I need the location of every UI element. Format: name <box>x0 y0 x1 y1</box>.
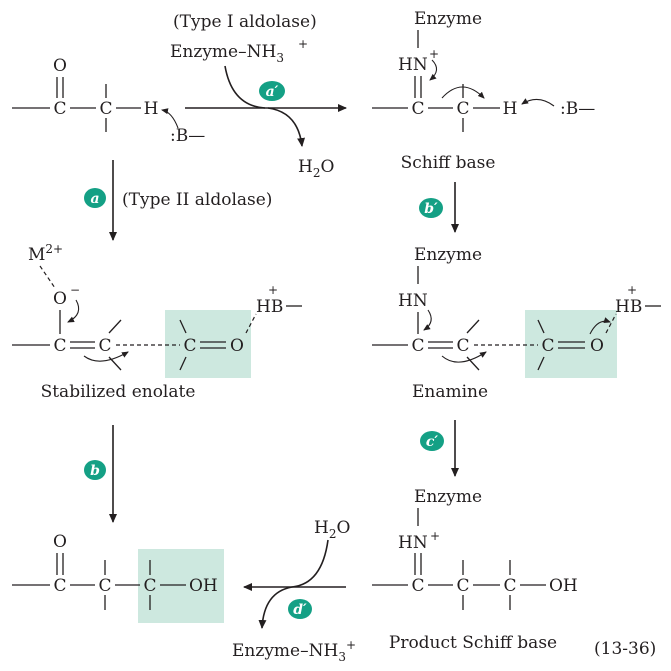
water-reagent: H2O <box>314 518 350 541</box>
atom-c: C <box>456 336 469 356</box>
step-badge-b-prime <box>419 198 443 218</box>
step-b-arrow: b <box>84 425 117 523</box>
charge-minus: − <box>70 283 80 297</box>
atom-c: C <box>98 576 111 596</box>
atom-hn: HN <box>398 291 428 311</box>
schiff-base-molecule: Enzyme HN + C C H :B— Schiff base <box>372 9 595 173</box>
step-label-a: a <box>90 191 99 207</box>
atom-o: O <box>590 336 604 356</box>
hydroxyl: OH <box>549 576 578 596</box>
atom-c: C <box>143 576 156 596</box>
charge-plus: + <box>627 283 637 297</box>
protonated-base: HB <box>615 297 642 317</box>
base-label: :B— <box>170 126 205 146</box>
step-a-prime-arrow: (Type I aldolase) Enzyme–NH3+ H2O a′ <box>170 12 347 180</box>
aldol-product: O C C C OH <box>12 532 218 610</box>
step-c-prime-arrow: c′ <box>420 420 459 477</box>
charge-plus: + <box>429 47 439 61</box>
enzyme-label: Enzyme <box>414 487 482 507</box>
atom-c: C <box>411 336 424 356</box>
enzyme-label: Enzyme <box>414 9 482 29</box>
enzyme-nh3-reagent: Enzyme–NH3+ <box>170 37 308 65</box>
atom-c: C <box>53 576 66 596</box>
equation-number: (13-36) <box>594 639 656 659</box>
step-badge-b <box>84 460 106 480</box>
step-label-b-prime: b′ <box>424 201 438 217</box>
type-1-aldolase-label: (Type I aldolase) <box>173 12 317 32</box>
product-schiff-base-label: Product Schiff base <box>389 633 557 653</box>
atom-c: C <box>456 576 469 596</box>
step-d-prime-arrow: H2O d′ Enzyme–NH3+ <box>232 518 356 664</box>
atom-h: H <box>503 99 518 119</box>
step-label-c-prime: c′ <box>426 434 439 450</box>
step-label-b: b <box>90 463 100 479</box>
atom-c: C <box>53 99 66 119</box>
atom-c: C <box>98 336 111 356</box>
metal-ion: M2+ <box>28 242 63 265</box>
schiff-base-label: Schiff base <box>401 153 496 173</box>
step-badge-d-prime <box>288 599 312 619</box>
step-label-d-prime: d′ <box>293 602 307 618</box>
step-a-arrow: a (Type II aldolase) <box>84 160 272 241</box>
step-badge-a <box>84 188 106 208</box>
atom-hn: HN <box>398 533 428 553</box>
base-label: :B— <box>560 99 595 119</box>
atom-c: C <box>99 99 112 119</box>
atom-c: C <box>503 576 516 596</box>
highlight-product-carbon <box>138 549 224 623</box>
stabilized-enolate-label: Stabilized enolate <box>41 382 196 402</box>
hydroxyl: OH <box>189 576 218 596</box>
atom-o: O <box>53 532 67 552</box>
step-badge-a-prime <box>259 81 285 101</box>
atom-c: C <box>53 336 66 356</box>
atom-c: C <box>183 336 196 356</box>
atom-c: C <box>541 336 554 356</box>
atom-c: C <box>456 99 469 119</box>
enzyme-label: Enzyme <box>414 245 482 265</box>
step-label-a-prime: a′ <box>266 84 279 100</box>
atom-c: C <box>411 576 424 596</box>
highlight-carbonyl-enolate <box>165 310 251 378</box>
charge-plus: + <box>430 529 440 543</box>
atom-c: C <box>411 99 424 119</box>
type-2-aldolase-label: (Type II aldolase) <box>122 190 272 210</box>
substrate-molecule: O C C H :B— <box>12 56 205 146</box>
atom-o: O <box>53 289 67 309</box>
atom-o: O <box>230 336 244 356</box>
atom-o: O <box>53 56 67 76</box>
enamine-label: Enamine <box>412 382 488 402</box>
protonated-base: HB <box>256 297 283 317</box>
charge-plus: + <box>268 283 278 297</box>
water-product: H2O <box>298 157 334 180</box>
product-schiff-base: Enzyme HN + C C C OH Product Schiff base… <box>372 487 656 659</box>
atom-h: H <box>144 99 159 119</box>
atom-hn: HN <box>398 55 428 75</box>
step-badge-c-prime <box>420 431 444 451</box>
enzyme-nh3-released: Enzyme–NH3+ <box>232 638 356 664</box>
stabilized-enolate: M2+ O − C C C O + HB Stabilized enolate <box>12 242 302 402</box>
enamine: Enzyme HN C C C O + HB Enamine <box>372 245 661 402</box>
step-b-prime-arrow: b′ <box>419 182 459 233</box>
